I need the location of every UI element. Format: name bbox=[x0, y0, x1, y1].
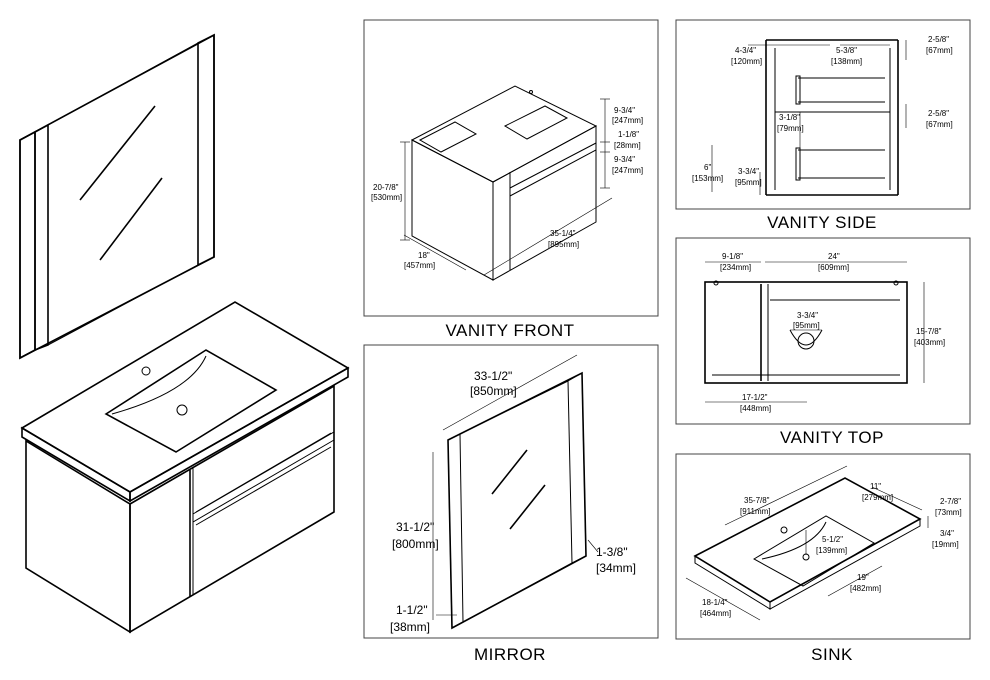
mirror-height-mm: [800mm] bbox=[392, 537, 439, 551]
vanity-front-dimension-lines bbox=[400, 98, 613, 276]
vf-depth-mm: [457mm] bbox=[404, 261, 435, 270]
vanity-front-panel bbox=[363, 19, 659, 317]
vt-a-in: 9-1/8" bbox=[722, 252, 743, 261]
vf-width-mm: [895mm] bbox=[548, 240, 579, 249]
vt-d-in: 15-7/8" bbox=[916, 327, 942, 336]
vanity-side-drawing bbox=[765, 39, 899, 196]
vt-c-in: 3-3/4" bbox=[797, 311, 818, 320]
vf-drawer-bottom-in: 9-3/4" bbox=[614, 155, 635, 164]
sink-front-mm: [464mm] bbox=[700, 609, 731, 618]
vs-g-mm: [95mm] bbox=[735, 178, 762, 187]
mirror-depth-mm: [34mm] bbox=[596, 561, 636, 575]
vs-e-in: 3-1/8" bbox=[779, 113, 800, 122]
sink-front-in: 18-1/4" bbox=[702, 598, 728, 607]
mirror-width-in: 33-1/2" bbox=[474, 369, 512, 383]
vt-e-in: 17-1/2" bbox=[742, 393, 768, 402]
vs-d-in: 2-5/8" bbox=[928, 109, 949, 118]
mirror-width-mm: [850mm] bbox=[470, 384, 517, 398]
vanity-front-drawing bbox=[410, 85, 598, 281]
vs-e-mm: [79mm] bbox=[777, 124, 804, 133]
sink-drawing bbox=[693, 477, 922, 610]
vt-c-mm: [95mm] bbox=[793, 321, 820, 330]
caption-vanity-side: VANITY SIDE bbox=[767, 213, 877, 232]
vf-gap-mm: [28mm] bbox=[614, 141, 641, 150]
vf-drawer-top-mm: [247mm] bbox=[612, 116, 643, 125]
caption-vanity-front: VANITY FRONT bbox=[445, 321, 574, 340]
vs-b-mm: [138mm] bbox=[831, 57, 862, 66]
vanity-top-drawing bbox=[704, 280, 908, 384]
vs-c-mm: [67mm] bbox=[926, 46, 953, 55]
sink-bowl-mm: [139mm] bbox=[816, 546, 847, 555]
sink-length-in: 35-7/8" bbox=[744, 496, 770, 505]
mirror-frame-mm: [38mm] bbox=[390, 620, 430, 634]
vf-width-in: 35-1/4" bbox=[550, 229, 576, 238]
mirror-depth-in: 1-3/8" bbox=[596, 545, 628, 559]
sink-bowl-in: 5-1/2" bbox=[822, 535, 843, 544]
sink-thick-in: 3/4" bbox=[940, 529, 954, 538]
vt-b-in: 24" bbox=[828, 252, 840, 261]
vs-a-in: 4-3/4" bbox=[735, 46, 756, 55]
vf-drawer-top-in: 9-3/4" bbox=[614, 106, 635, 115]
sink-side-mm: [73mm] bbox=[935, 508, 962, 517]
vs-f-mm: [153mm] bbox=[692, 174, 723, 183]
sink-bowl-w-mm: [482mm] bbox=[850, 584, 881, 593]
vf-depth-in: 18" bbox=[418, 251, 430, 260]
vs-d-mm: [67mm] bbox=[926, 120, 953, 129]
vs-f-in: 6" bbox=[704, 163, 711, 172]
mirror-drawing bbox=[447, 371, 587, 630]
mirror-frame-in: 1-1/2" bbox=[396, 603, 428, 617]
sink-panel bbox=[675, 453, 971, 640]
vanity-top-dimension-lines bbox=[705, 261, 925, 403]
sink-length-mm: [911mm] bbox=[740, 507, 771, 516]
vt-b-mm: [609mm] bbox=[818, 263, 849, 272]
vanity-isometric-drawing bbox=[20, 301, 350, 634]
sink-bowl-w-in: 19" bbox=[857, 573, 869, 582]
caption-mirror: MIRROR bbox=[474, 645, 546, 664]
vanity-side-dimension-lines bbox=[711, 40, 907, 195]
sink-depth-in: 11" bbox=[870, 482, 881, 491]
vs-c-in: 2-5/8" bbox=[928, 35, 949, 44]
caption-sink: SINK bbox=[811, 645, 853, 664]
mirror-height-in: 31-1/2" bbox=[396, 520, 434, 534]
vanity-top-panel bbox=[675, 237, 971, 425]
vt-e-mm: [448mm] bbox=[740, 404, 771, 413]
vanity-side-panel bbox=[675, 19, 971, 210]
sink-dimension-lines bbox=[685, 465, 929, 621]
vs-g-in: 3-3/4" bbox=[738, 167, 759, 176]
sink-thick-mm: [19mm] bbox=[932, 540, 959, 549]
sink-side-in: 2-7/8" bbox=[940, 497, 961, 506]
vf-height-mm: [530mm] bbox=[371, 193, 402, 202]
mirror-dimension-lines bbox=[432, 354, 599, 620]
caption-vanity-top: VANITY TOP bbox=[780, 428, 884, 447]
vf-drawer-bottom-mm: [247mm] bbox=[612, 166, 643, 175]
vs-a-mm: [120mm] bbox=[731, 57, 762, 66]
mirror-isometric-drawing bbox=[19, 33, 215, 360]
vf-height-in: 20-7/8" bbox=[373, 183, 399, 192]
vf-gap-in: 1-1/8" bbox=[618, 130, 639, 139]
mirror-panel bbox=[363, 344, 659, 639]
sink-depth-mm: [279mm] bbox=[862, 493, 893, 502]
vt-d-mm: [403mm] bbox=[914, 338, 945, 347]
vt-a-mm: [234mm] bbox=[720, 263, 751, 272]
vs-b-in: 5-3/8" bbox=[836, 46, 857, 55]
